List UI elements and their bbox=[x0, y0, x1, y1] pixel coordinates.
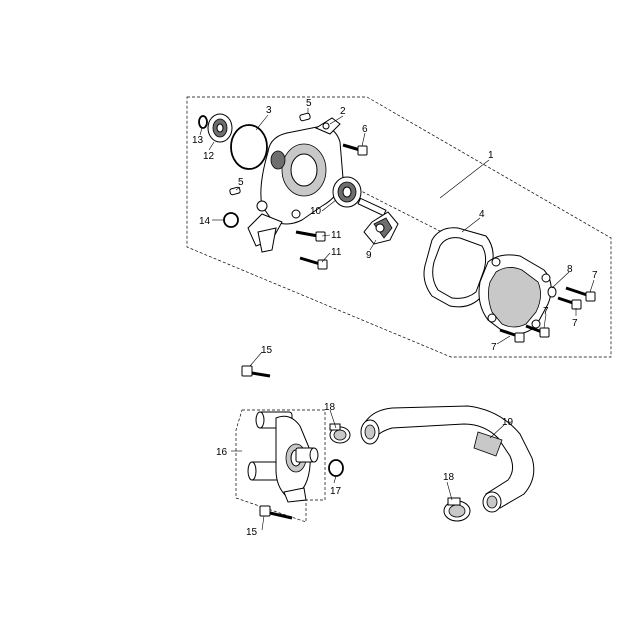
callout-9: 9 bbox=[366, 250, 372, 261]
coolant-hose-19 bbox=[360, 405, 535, 513]
callout-8: 8 bbox=[567, 264, 573, 275]
pump-cover bbox=[478, 254, 552, 335]
callout-1: 1 bbox=[488, 150, 494, 161]
callout-16: 16 bbox=[216, 447, 228, 458]
callout-7a: 7 bbox=[592, 270, 598, 281]
callout-15b: 15 bbox=[246, 527, 258, 538]
thermostat-housing-16 bbox=[247, 411, 319, 503]
seal-13 bbox=[198, 115, 208, 129]
assembly-16-boundary bbox=[235, 409, 326, 523]
bolt-11a bbox=[295, 230, 326, 242]
bearing-12 bbox=[207, 113, 233, 143]
callout-18b: 18 bbox=[443, 472, 455, 483]
bolt-7a bbox=[565, 286, 596, 302]
callout-5a: 5 bbox=[306, 98, 312, 109]
assembly-1-boundary bbox=[186, 96, 612, 358]
callout-labels: 1 2 3 4 5 5 6 7 7 7 7 8 9 10 11 11 12 13… bbox=[192, 98, 598, 538]
callout-3: 3 bbox=[266, 105, 272, 116]
bearing-10 bbox=[332, 176, 362, 208]
callout-7c: 7 bbox=[543, 306, 549, 317]
bolt-6 bbox=[342, 143, 368, 156]
o-ring-17 bbox=[328, 459, 344, 477]
callout-18a: 18 bbox=[324, 402, 336, 413]
o-ring-14 bbox=[223, 212, 239, 228]
hose-clamp-18a bbox=[329, 423, 351, 444]
callout-12: 12 bbox=[203, 151, 215, 162]
leader-lines bbox=[199, 108, 595, 531]
bolt-15a bbox=[241, 365, 271, 378]
callout-19: 19 bbox=[502, 417, 514, 428]
callout-7b: 7 bbox=[572, 318, 578, 329]
callout-2: 2 bbox=[340, 106, 346, 117]
callout-15a: 15 bbox=[261, 345, 273, 356]
bolt-15b bbox=[259, 505, 293, 520]
dowel-pin-5a bbox=[299, 112, 311, 122]
callout-10: 10 bbox=[310, 206, 322, 217]
bolt-7c bbox=[525, 324, 550, 338]
hose-clamp-18b bbox=[443, 497, 471, 522]
callout-11b: 11 bbox=[331, 247, 342, 258]
callout-11a: 11 bbox=[331, 230, 342, 241]
callout-4: 4 bbox=[479, 209, 485, 220]
callout-13: 13 bbox=[192, 135, 204, 146]
washer-8 bbox=[547, 286, 557, 298]
callout-6: 6 bbox=[362, 124, 368, 135]
bolt-7d bbox=[499, 328, 525, 343]
callout-5b: 5 bbox=[238, 177, 244, 188]
pump-housing-2 bbox=[247, 117, 344, 253]
callout-7d: 7 bbox=[491, 342, 497, 353]
callout-17: 17 bbox=[330, 486, 342, 497]
callout-14: 14 bbox=[199, 216, 211, 227]
o-ring-3 bbox=[230, 124, 268, 170]
bolt-7b bbox=[557, 296, 582, 310]
bolt-11b bbox=[299, 256, 328, 270]
impeller-9 bbox=[357, 197, 399, 245]
